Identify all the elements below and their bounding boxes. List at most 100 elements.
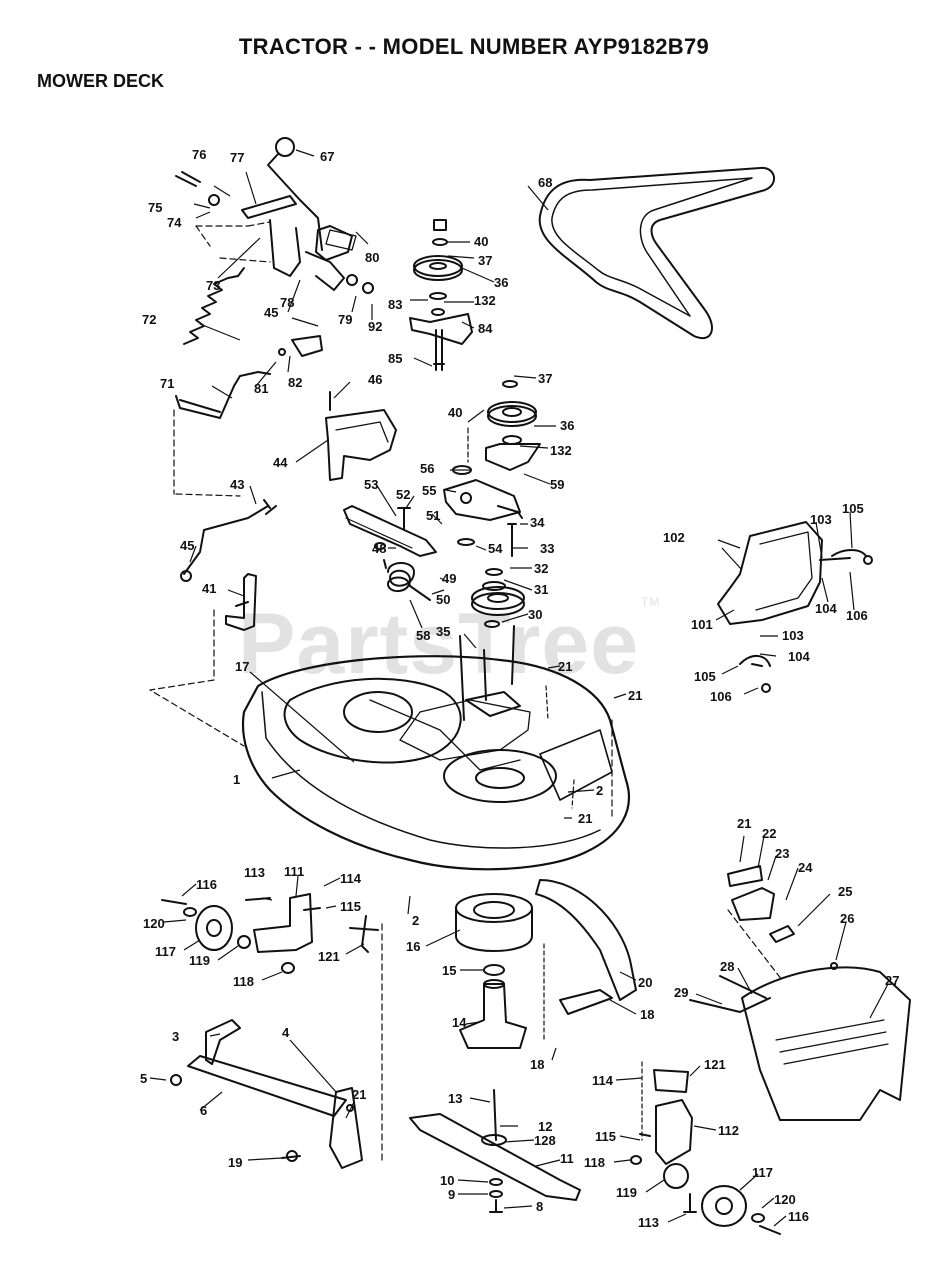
callout-43: 43 <box>230 477 245 492</box>
page-title: TRACTOR - - MODEL NUMBER AYP9182B79 <box>238 34 710 59</box>
callout-15: 15 <box>442 963 457 978</box>
callout-23: 23 <box>775 846 790 861</box>
callout-117-right: 117 <box>752 1165 773 1180</box>
gauge-wheel-right-drawing <box>630 1061 781 1235</box>
callout-74: 74 <box>167 215 182 230</box>
callout-14: 14 <box>452 1015 467 1030</box>
spindle-bolts-drawing <box>459 625 515 721</box>
callout-21-e: 21 <box>737 816 752 831</box>
callout-52: 52 <box>396 487 411 502</box>
callout-3: 3 <box>172 1029 180 1044</box>
callout-55: 55 <box>422 483 437 498</box>
callout-36-upper: 36 <box>494 275 509 290</box>
deflector-drawing <box>689 865 911 1121</box>
callout-114-right: 114 <box>592 1073 613 1088</box>
callout-5: 5 <box>140 1071 148 1086</box>
callout-45-lower: 45 <box>180 538 195 553</box>
drive-pulley-drawing <box>471 568 525 628</box>
callout-103-b: 103 <box>782 628 804 643</box>
callout-132-upper: 132 <box>474 293 496 308</box>
callout-20: 20 <box>638 975 653 990</box>
callout-118-left: 118 <box>233 974 254 989</box>
callout-113-left: 113 <box>244 865 265 880</box>
callout-13: 13 <box>448 1091 463 1106</box>
callout-79: 79 <box>338 312 353 327</box>
callout-82: 82 <box>288 375 303 390</box>
callout-80: 80 <box>365 250 380 265</box>
callout-28: 28 <box>720 959 735 974</box>
callout-128: 128 <box>534 1133 556 1148</box>
callout-6: 6 <box>200 1103 208 1118</box>
callout-35: 35 <box>436 624 451 639</box>
callout-37-lower: 37 <box>538 371 553 386</box>
callout-59: 59 <box>550 477 565 492</box>
callout-77: 77 <box>230 150 245 165</box>
callout-56: 56 <box>420 461 435 476</box>
callout-104-a: 104 <box>815 601 837 616</box>
callout-120-right: 120 <box>774 1192 796 1207</box>
callout-75: 75 <box>148 200 163 215</box>
callout-48: 48 <box>372 541 387 556</box>
gauge-wheel-left-drawing <box>161 893 383 1161</box>
callout-2-a: 2 <box>596 783 604 798</box>
callout-105-a: 105 <box>842 501 864 516</box>
callout-112: 112 <box>718 1123 739 1138</box>
callout-21-a: 21 <box>558 659 573 674</box>
callout-50: 50 <box>436 592 451 607</box>
callout-36-lower: 36 <box>560 418 575 433</box>
callout-106-b: 106 <box>710 689 732 704</box>
callout-44: 44 <box>273 455 288 470</box>
callout-17: 17 <box>235 659 250 674</box>
watermark-text: PartsTree <box>238 596 640 692</box>
callout-68: 68 <box>538 175 553 190</box>
callout-2-b: 2 <box>412 913 420 928</box>
linkage-drawing <box>149 499 277 747</box>
callout-73: 73 <box>206 278 221 293</box>
callout-102: 102 <box>663 530 685 545</box>
callout-72: 72 <box>142 312 157 327</box>
callout-40-upper: 40 <box>474 234 489 249</box>
callout-22: 22 <box>762 826 777 841</box>
callout-33: 33 <box>540 541 555 556</box>
callout-45: 45 <box>264 305 279 320</box>
callout-37-upper: 37 <box>478 253 493 268</box>
callout-21-d: 21 <box>352 1087 367 1102</box>
spring-rod-drawing <box>173 267 323 497</box>
callout-121-left: 121 <box>318 949 340 964</box>
callout-24: 24 <box>798 860 813 875</box>
callout-18-b: 18 <box>530 1057 545 1072</box>
callout-54: 54 <box>488 541 503 556</box>
callout-11: 11 <box>560 1151 574 1166</box>
callout-105-b: 105 <box>694 669 716 684</box>
callout-121-right: 121 <box>704 1057 726 1072</box>
callout-18-a: 18 <box>640 1007 655 1022</box>
callout-103-a: 103 <box>810 512 832 527</box>
callout-120-left: 120 <box>143 916 165 931</box>
callout-81: 81 <box>254 381 269 396</box>
callout-46: 46 <box>368 372 383 387</box>
callout-1: 1 <box>233 772 241 787</box>
callout-111: 111 <box>284 864 305 879</box>
callout-116-right: 116 <box>788 1209 809 1224</box>
callout-21-c: 21 <box>578 811 593 826</box>
callout-67: 67 <box>320 149 335 164</box>
spindle-housing-drawing <box>455 893 533 1049</box>
callout-114-left: 114 <box>340 871 361 886</box>
callout-115-left: 115 <box>340 899 361 914</box>
idler-spring-drawing <box>383 559 431 601</box>
callout-101: 101 <box>691 617 713 632</box>
callout-41: 41 <box>202 581 217 596</box>
callout-40-lower: 40 <box>448 405 463 420</box>
callout-116-left: 116 <box>196 877 217 892</box>
callout-27: 27 <box>885 973 900 988</box>
callout-21-b: 21 <box>628 688 643 703</box>
callout-117-left: 117 <box>155 944 176 959</box>
idler-arm-drawing <box>343 479 523 557</box>
callout-71: 71 <box>160 376 175 391</box>
callout-26: 26 <box>840 911 855 926</box>
callout-118-right: 118 <box>584 1155 605 1170</box>
callout-19: 19 <box>228 1155 243 1170</box>
blade-drawing <box>409 1089 581 1213</box>
callout-115-right: 115 <box>595 1129 616 1144</box>
callout-119-right: 119 <box>616 1185 637 1200</box>
